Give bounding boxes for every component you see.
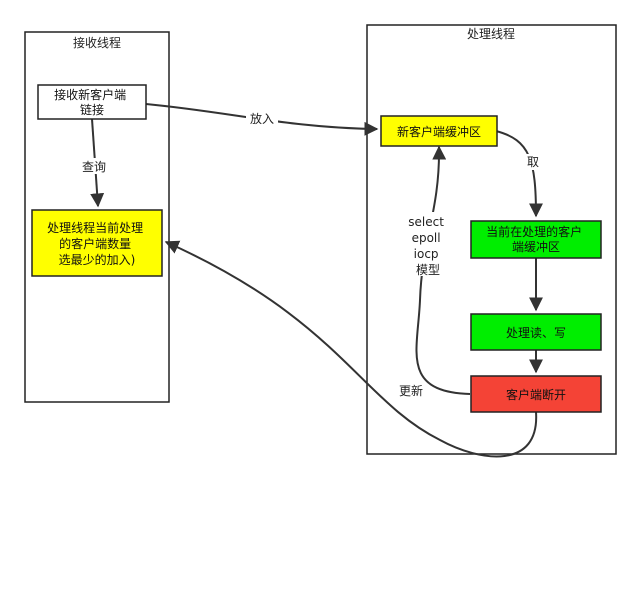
edge-labels: 放入 查询 取 更新 select epoll iocp 模型	[78, 110, 542, 398]
edge-label-update: 更新	[399, 383, 423, 398]
receive-thread-container: 接收线程	[24, 31, 170, 403]
model-line-select: select	[408, 215, 444, 229]
edge-update	[164, 240, 538, 458]
node-least-loaded-thread: 处理线程当前处理 的客户端数量 选最少的加入)	[31, 209, 163, 277]
edge-take	[495, 130, 543, 218]
model-line-model: 模型	[416, 263, 440, 277]
node-current-client-buffer: 当前在处理的客户 端缓冲区	[470, 220, 602, 259]
model-line-epoll: epoll	[412, 231, 441, 245]
node-client-disconnect: 客户端断开	[470, 375, 602, 413]
node-accept-new-client: 接收新客户端 链接	[37, 84, 147, 120]
node-handle-read-write: 处理读、写	[470, 313, 602, 351]
svg-text:客户端断开: 客户端断开	[506, 387, 566, 402]
svg-text:处理线程当前处理 的客户端数量 选最: 处理线程当前处理 的客户端数量 选最少的加入)	[47, 220, 147, 267]
process-thread-container: 处理线程	[366, 24, 617, 455]
edge-label-model: select epoll iocp 模型	[408, 215, 447, 277]
svg-text:新客户端缓冲区: 新客户端缓冲区	[397, 124, 481, 139]
model-line-iocp: iocp	[414, 247, 439, 261]
edge-label-query: 查询	[82, 160, 106, 174]
edges	[90, 103, 543, 458]
svg-text:当前在处理的客户 端缓冲区: 当前在处理的客户 端缓冲区	[486, 224, 586, 254]
node-new-client-buffer: 新客户端缓冲区	[380, 115, 498, 147]
svg-text:处理读、写: 处理读、写	[506, 326, 566, 340]
edge-label-put: 放入	[250, 111, 274, 126]
edge-label-take: 取	[527, 155, 539, 169]
process-thread-title: 处理线程	[467, 26, 515, 41]
svg-text:接收新客户端 链接: 接收新客户端 链接	[54, 87, 130, 117]
receive-thread-title: 接收线程	[73, 35, 121, 50]
edge-model	[415, 145, 471, 395]
